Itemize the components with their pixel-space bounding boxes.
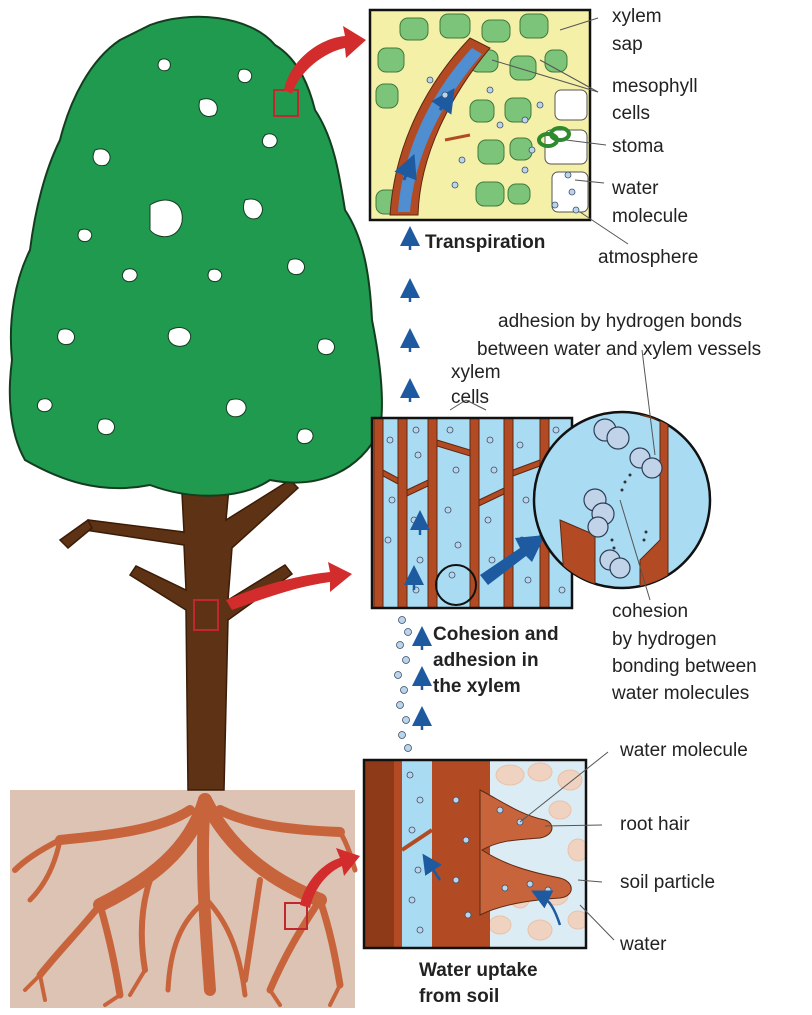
caption-cohesion-line2: adhesion in [433,650,539,671]
caption-transpiration: Transpiration [425,232,545,253]
label-xylem-sap-line2: sap [612,34,643,55]
trunk [60,455,298,790]
label-xylem-cells-line2: cells [451,387,489,408]
label-atmosphere: atmosphere [598,247,698,268]
root-panel [364,760,588,948]
label-root-hair: root hair [620,814,690,835]
label-xylem-cells-line1: xylem [451,362,501,383]
label-soil-particle: soil particle [620,872,715,893]
label-water: water [619,934,667,955]
label-cohesion-line4: water molecules [611,683,749,704]
label-stoma: stoma [612,136,664,157]
label-cohesion-line3: bonding between [612,656,757,677]
label-cohesion-line1: cohesion [612,601,688,622]
label-water-molecule-root: water molecule [619,740,748,761]
caption-cohesion-line1: Cohesion and [433,624,559,645]
label-water-molecule-leaf-line2: molecule [612,206,688,227]
label-mesophyll-line2: cells [612,103,650,124]
label-water-molecule-leaf-line1: water [611,178,659,199]
caption-water-uptake-line2: from soil [419,986,499,1007]
caption-water-uptake-line1: Water uptake [419,960,538,981]
label-cohesion-line2: by hydrogen [612,629,717,650]
water-chain [395,617,412,752]
label-xylem-sap-line1: xylem [612,6,662,27]
leaf-panel [370,10,590,220]
label-adhesion-line1: adhesion by hydrogen bonds [498,311,742,332]
label-adhesion-line2: between water and xylem vessels [477,339,761,360]
hydrogen-bond-zoom [534,412,710,590]
foliage [10,17,382,496]
label-mesophyll-line1: mesophyll [612,76,698,97]
caption-cohesion-line3: the xylem [433,676,521,697]
